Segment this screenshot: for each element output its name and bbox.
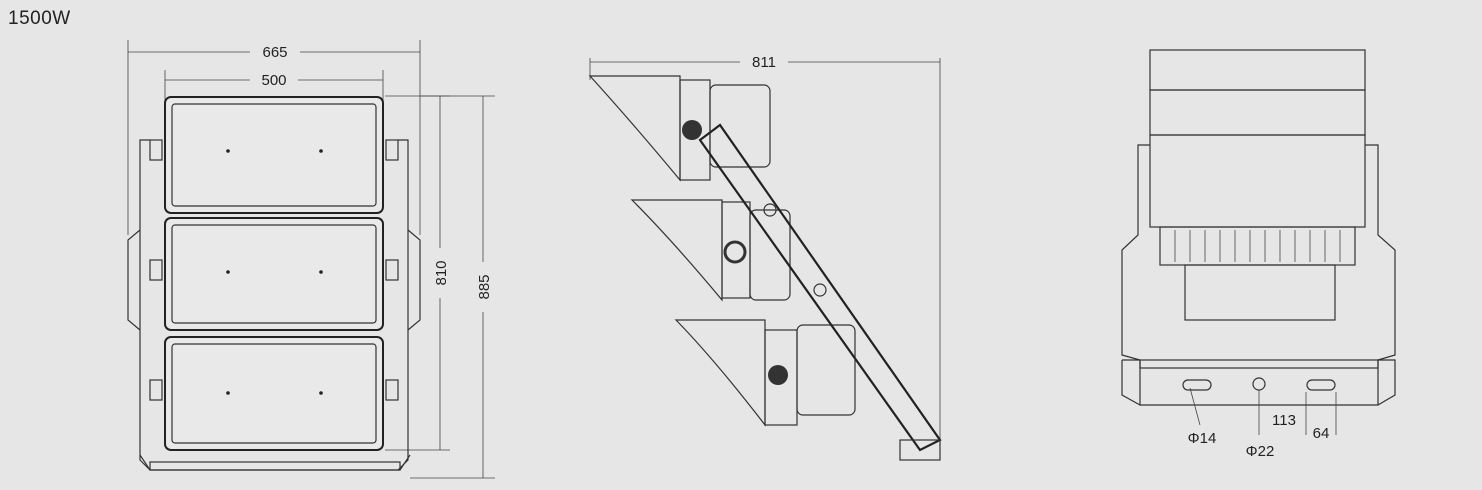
driver-box — [1184, 264, 1336, 321]
visor-top — [588, 75, 681, 182]
drawing-title: 1500W — [8, 8, 71, 29]
dim-label-slot-dia: Φ14 — [1188, 430, 1217, 447]
dim-label-885: 885 — [476, 274, 493, 299]
led-panel-3 — [164, 336, 384, 451]
dim-panel-height: 810 — [385, 95, 450, 451]
mount-slot-right — [1306, 379, 1336, 391]
back-bracket-left — [1121, 144, 1150, 361]
mounting-arm — [698, 123, 942, 452]
mount-slot-left — [1182, 379, 1212, 391]
dim-label-811: 811 — [752, 54, 776, 71]
dim-depth: 811 — [589, 54, 941, 460]
arm-foot — [899, 439, 941, 461]
back-bracket-right — [1365, 144, 1396, 361]
led-panel-1 — [164, 96, 384, 214]
dim-label-665: 665 — [262, 44, 287, 61]
housing-top — [679, 79, 771, 181]
side-bracket-left — [127, 139, 163, 471]
visor-middle — [630, 199, 723, 302]
mount-hole-center — [1252, 377, 1266, 391]
heatsink-fins — [1159, 226, 1356, 266]
back-view: Φ14 Φ22 113 64 — [1121, 49, 1396, 460]
side-view: 811 — [588, 54, 942, 461]
visor-bottom — [674, 319, 766, 427]
base-strip — [149, 461, 401, 471]
dim-panel-width: 500 — [164, 70, 384, 100]
side-bracket-right — [385, 139, 421, 471]
dim-overall-height: 885 — [410, 95, 495, 479]
housing-middle — [721, 201, 791, 301]
back-base-plate — [1121, 359, 1396, 406]
back-housing-lower — [1149, 134, 1366, 228]
dim-label-slot-length: 64 — [1313, 425, 1330, 442]
led-panel-2 — [164, 217, 384, 331]
dim-overall-width: 665 — [127, 40, 421, 235]
dim-label-slot-spacing: 113 — [1272, 412, 1296, 429]
dim-label-810: 810 — [433, 260, 450, 285]
back-housing-middle — [1149, 89, 1366, 136]
housing-bottom — [764, 324, 856, 426]
dim-label-hole-dia: Φ22 — [1246, 443, 1275, 460]
back-housing-top — [1149, 49, 1366, 91]
front-view: 665 500 810 885 — [127, 40, 495, 479]
dim-label-500: 500 — [261, 72, 286, 89]
